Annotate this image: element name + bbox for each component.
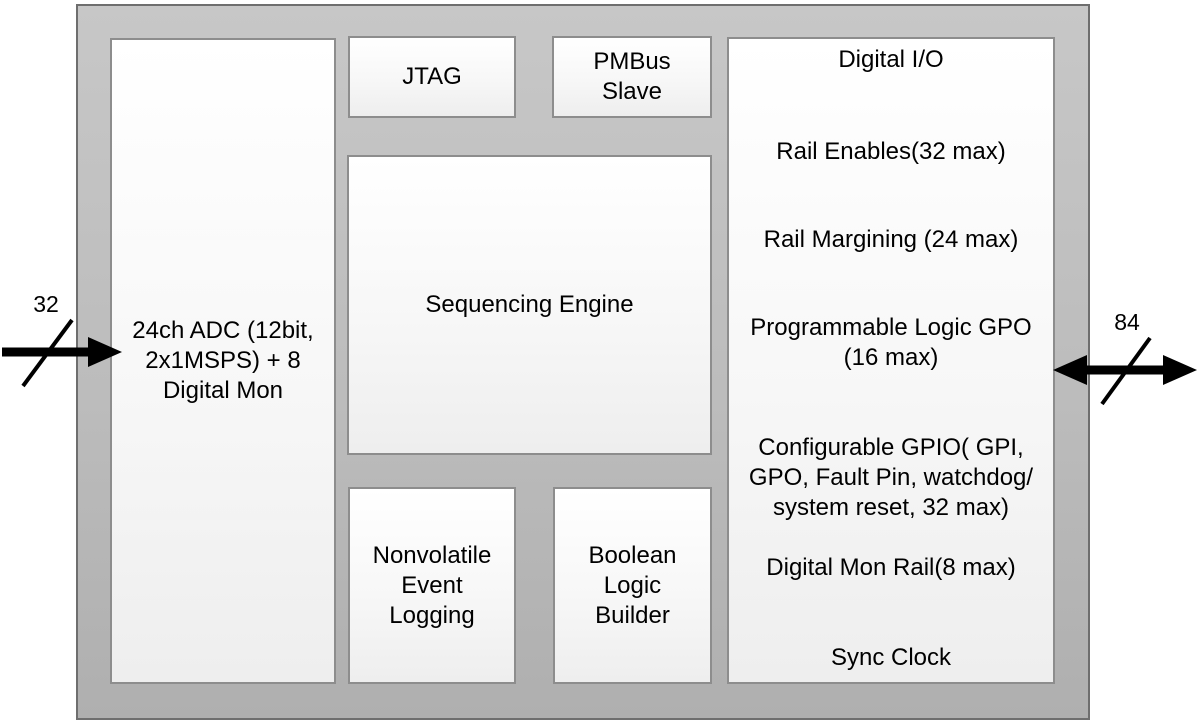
right-bus-width-label: 84 (1114, 309, 1140, 335)
boolean-logic-builder-label: Boolean Logic Builder (588, 541, 677, 629)
sequencing-engine-block: Sequencing Engine (347, 155, 712, 455)
right-bus-width-slash-icon (1100, 336, 1152, 406)
digital-io-item-digital-mon-rail: Digital Mon Rail(8 max) (766, 554, 1016, 581)
digital-io-item-programmable-logic-gpo: Programmable Logic GPO (16 max) (750, 314, 1032, 371)
left-bus-width-slash-icon (21, 318, 74, 388)
right-bus-arrowhead-right-icon (1163, 355, 1197, 385)
boolean-logic-builder-block: Boolean Logic Builder (553, 487, 712, 684)
sequencing-engine-label: Sequencing Engine (425, 291, 634, 318)
right-bus-arrowhead-left-icon (1053, 355, 1087, 385)
jtag-block: JTAG (348, 36, 516, 118)
adc-block: 24ch ADC (12bit, 2x1MSPS) + 8 Digital Mo… (110, 38, 336, 684)
digital-io-item-rail-margining: Rail Margining (24 max) (763, 226, 1019, 253)
nonvolatile-event-logging-block: Nonvolatile Event Logging (348, 487, 516, 684)
pmbus-slave-label: PMBus Slave (593, 48, 671, 105)
adc-label: 24ch ADC (12bit, 2x1MSPS) + 8 Digital Mo… (132, 317, 314, 404)
jtag-label: JTAG (402, 63, 462, 90)
digital-io-item-configurable-gpio: Configurable GPIO( GPI, GPO, Fault Pin, … (748, 434, 1034, 521)
pmbus-slave-block: PMBus Slave (552, 36, 712, 118)
left-bus-arrowhead-icon (88, 337, 122, 367)
left-bus-arrow (2, 318, 122, 388)
right-bus-arrow (1053, 336, 1197, 406)
digital-io-title: Digital I/O (838, 46, 944, 73)
left-bus-width-label: 32 (33, 291, 59, 317)
left-bus-shaft (2, 347, 88, 357)
digital-io-item-rail-enables: Rail Enables(32 max) (776, 138, 1006, 165)
digital-io-block: Digital I/O Rail Enables(32 max) Rail Ma… (727, 37, 1055, 684)
digital-io-item-sync-clock: Sync Clock (830, 644, 952, 671)
nonvolatile-event-logging-label: Nonvolatile Event Logging (372, 541, 492, 629)
